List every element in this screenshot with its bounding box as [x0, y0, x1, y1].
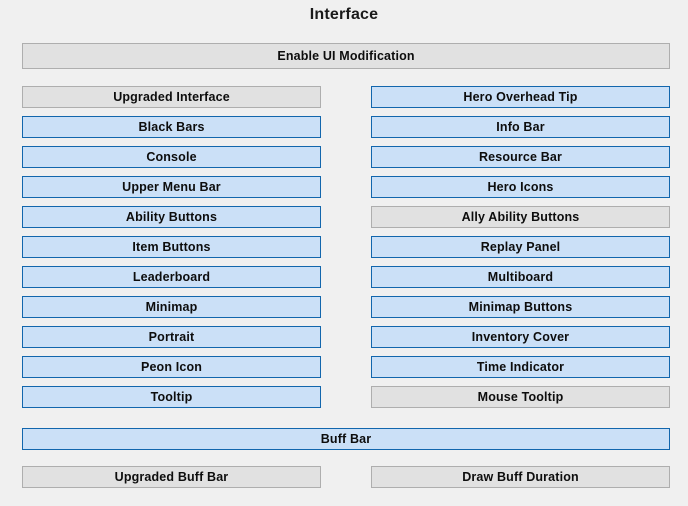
toggle-console[interactable]: Console [22, 146, 321, 168]
buff-bar-toggle[interactable]: Buff Bar [22, 428, 670, 450]
toggle-upgraded-interface[interactable]: Upgraded Interface [22, 86, 321, 108]
toggle-ally-ability-buttons[interactable]: Ally Ability Buttons [371, 206, 670, 228]
toggle-ability-buttons[interactable]: Ability Buttons [22, 206, 321, 228]
toggle-multiboard[interactable]: Multiboard [371, 266, 670, 288]
toggle-resource-bar[interactable]: Resource Bar [371, 146, 670, 168]
toggle-info-bar[interactable]: Info Bar [371, 116, 670, 138]
toggle-minimap[interactable]: Minimap [22, 296, 321, 318]
toggle-leaderboard[interactable]: Leaderboard [22, 266, 321, 288]
toggle-peon-icon[interactable]: Peon Icon [22, 356, 321, 378]
toggle-replay-panel[interactable]: Replay Panel [371, 236, 670, 258]
page-title: Interface [309, 6, 379, 23]
toggle-minimap-buttons[interactable]: Minimap Buttons [371, 296, 670, 318]
toggle-upper-menu-bar[interactable]: Upper Menu Bar [22, 176, 321, 198]
upgraded-buff-bar-toggle[interactable]: Upgraded Buff Bar [22, 466, 321, 488]
toggle-hero-icons[interactable]: Hero Icons [371, 176, 670, 198]
toggle-hero-overhead-tip[interactable]: Hero Overhead Tip [371, 86, 670, 108]
toggle-tooltip[interactable]: Tooltip [22, 386, 321, 408]
toggle-time-indicator[interactable]: Time Indicator [371, 356, 670, 378]
toggle-mouse-tooltip[interactable]: Mouse Tooltip [371, 386, 670, 408]
toggle-portrait[interactable]: Portrait [22, 326, 321, 348]
enable-ui-modification-toggle[interactable]: Enable UI Modification [22, 43, 670, 69]
toggle-inventory-cover[interactable]: Inventory Cover [371, 326, 670, 348]
toggle-item-buttons[interactable]: Item Buttons [22, 236, 321, 258]
draw-buff-duration-toggle[interactable]: Draw Buff Duration [371, 466, 670, 488]
toggle-black-bars[interactable]: Black Bars [22, 116, 321, 138]
